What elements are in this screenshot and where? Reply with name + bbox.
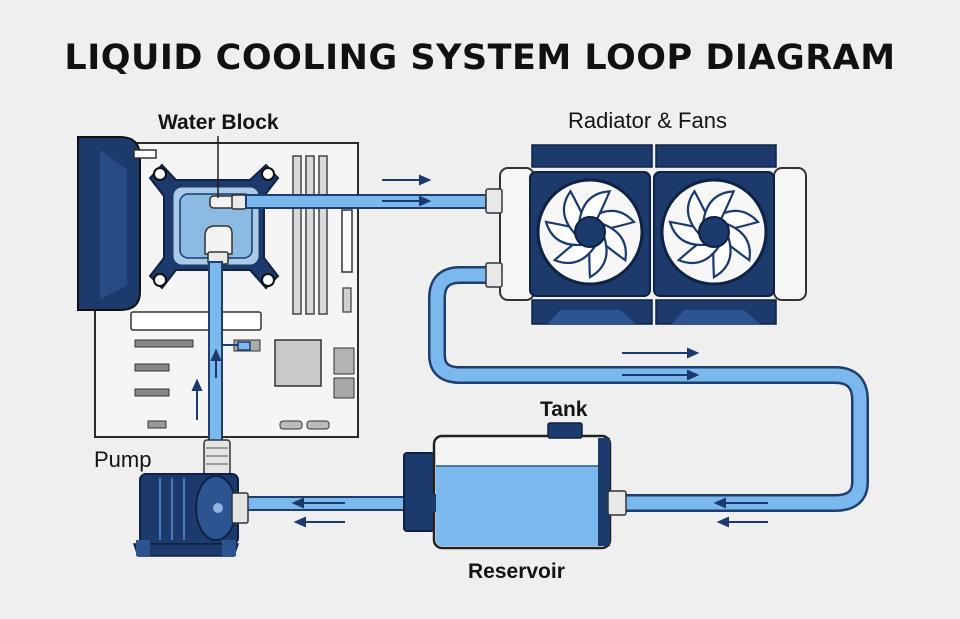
flow-arrow [716, 516, 768, 528]
water-block [148, 163, 280, 290]
flow-arrow [210, 348, 222, 378]
fan-hub [698, 216, 730, 248]
flow-arrow [382, 195, 432, 207]
tank-cap [547, 422, 583, 439]
radiator-label: Radiator & Fans [568, 108, 727, 133]
chipset [274, 339, 322, 387]
flow-arrow [382, 174, 432, 186]
pump-inlet-fitting [231, 492, 249, 524]
flow-arrow [622, 347, 700, 359]
reservoir-inlet-fitting [607, 490, 627, 516]
ram-slots [292, 155, 328, 315]
fan-hub [574, 216, 606, 248]
pump-outlet-fitting [203, 439, 231, 477]
tube-waterblock-to-radiator [245, 194, 487, 209]
flow-arrow [622, 369, 700, 381]
flow-arrow [713, 497, 768, 509]
radiator-inlet-fitting [485, 188, 503, 214]
reservoir [403, 422, 627, 550]
flow-arrow [293, 516, 345, 528]
flow-arrows [191, 174, 768, 528]
radiator [485, 144, 807, 325]
radiator-outlet-fitting [485, 262, 503, 288]
pump-label: Pump [94, 447, 152, 472]
fan-icon [660, 178, 768, 286]
water-block-label: Water Block [158, 111, 279, 134]
fan-blade [577, 190, 612, 225]
pump [132, 439, 249, 557]
tank-label: Tank [540, 398, 588, 421]
page-title: LIQUID COOLING SYSTEM LOOP DIAGRAM [64, 38, 896, 78]
fan-blade [701, 190, 736, 225]
flow-arrow [191, 378, 203, 420]
reservoir-label: Reservoir [468, 560, 565, 583]
fan-icon [536, 178, 644, 286]
flow-arrow [291, 497, 345, 509]
